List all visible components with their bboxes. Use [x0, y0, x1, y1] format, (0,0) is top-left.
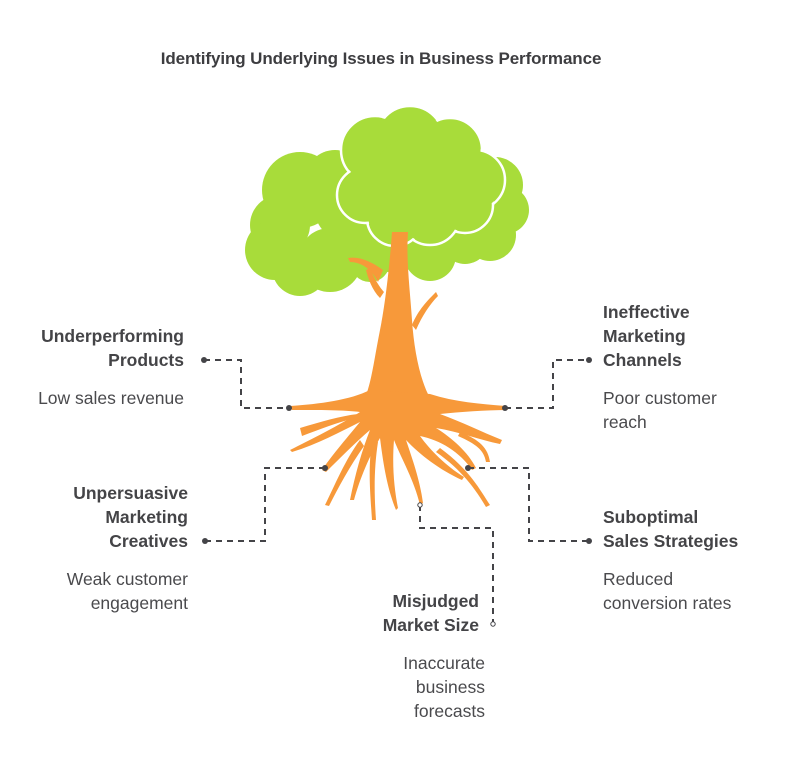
connector-dots — [201, 357, 592, 627]
item-heading: Misjudged Market Size — [382, 591, 479, 635]
item-heading: Unpersuasive Marketing Creatives — [73, 483, 188, 551]
item-unpersuasive-marketing-creatives: Unpersuasive Marketing Creatives Weak cu… — [0, 481, 188, 615]
connector-dot — [202, 538, 208, 544]
connector-dot — [502, 405, 508, 411]
branch-left — [348, 257, 383, 282]
item-description: Inaccurate business forecasts — [403, 653, 485, 721]
item-description: Low sales revenue — [38, 388, 184, 408]
trunk — [365, 232, 430, 398]
connector-dot — [201, 357, 207, 363]
connector-dot — [586, 357, 592, 363]
tree-trunk-roots — [290, 232, 508, 520]
connector-unpersuasive-marketing-creatives — [205, 467, 325, 542]
item-heading: Ineffective Marketing Channels — [603, 302, 690, 370]
root-lower-right — [436, 448, 490, 507]
connector-misjudged-market-size — [419, 505, 494, 624]
item-suboptimal-sales-strategies: Suboptimal Sales Strategies Reduced conv… — [603, 505, 783, 615]
connector-dot — [465, 465, 471, 471]
connector-dot — [286, 405, 292, 411]
connector-dot — [586, 538, 592, 544]
connector-dot — [490, 621, 496, 627]
diagram-title: Identifying Underlying Issues in Busines… — [160, 49, 602, 68]
item-underperforming-products: Underperforming Products Low sales reven… — [0, 324, 184, 410]
root-base — [290, 390, 508, 510]
item-ineffective-marketing-channels: Ineffective Marketing Channels Poor cust… — [603, 300, 783, 434]
connector-dot — [322, 465, 328, 471]
connector-underperforming-products — [204, 359, 289, 409]
item-misjudged-market-size: Misjudged Market Size Inaccurate busines… — [299, 589, 485, 723]
connector-ineffective-marketing-channels — [505, 359, 589, 409]
connector-dot — [417, 502, 423, 508]
connectors — [204, 359, 589, 624]
root-far-left — [300, 414, 358, 436]
item-heading: Underperforming Products — [41, 326, 184, 370]
item-description: Poor customer reach — [603, 388, 717, 432]
item-description: Weak customer engagement — [66, 569, 188, 613]
canopy-top-cluster-fill — [338, 107, 504, 245]
root-right-curl — [458, 432, 490, 462]
branch-left-small — [366, 268, 384, 298]
item-heading: Suboptimal Sales Strategies — [603, 507, 739, 551]
item-description: Reduced conversion rates — [603, 569, 732, 613]
branch-right — [412, 292, 438, 330]
root-lower-left-2 — [369, 440, 378, 520]
root-lower-left — [325, 440, 364, 506]
tree-canopy — [245, 104, 529, 296]
